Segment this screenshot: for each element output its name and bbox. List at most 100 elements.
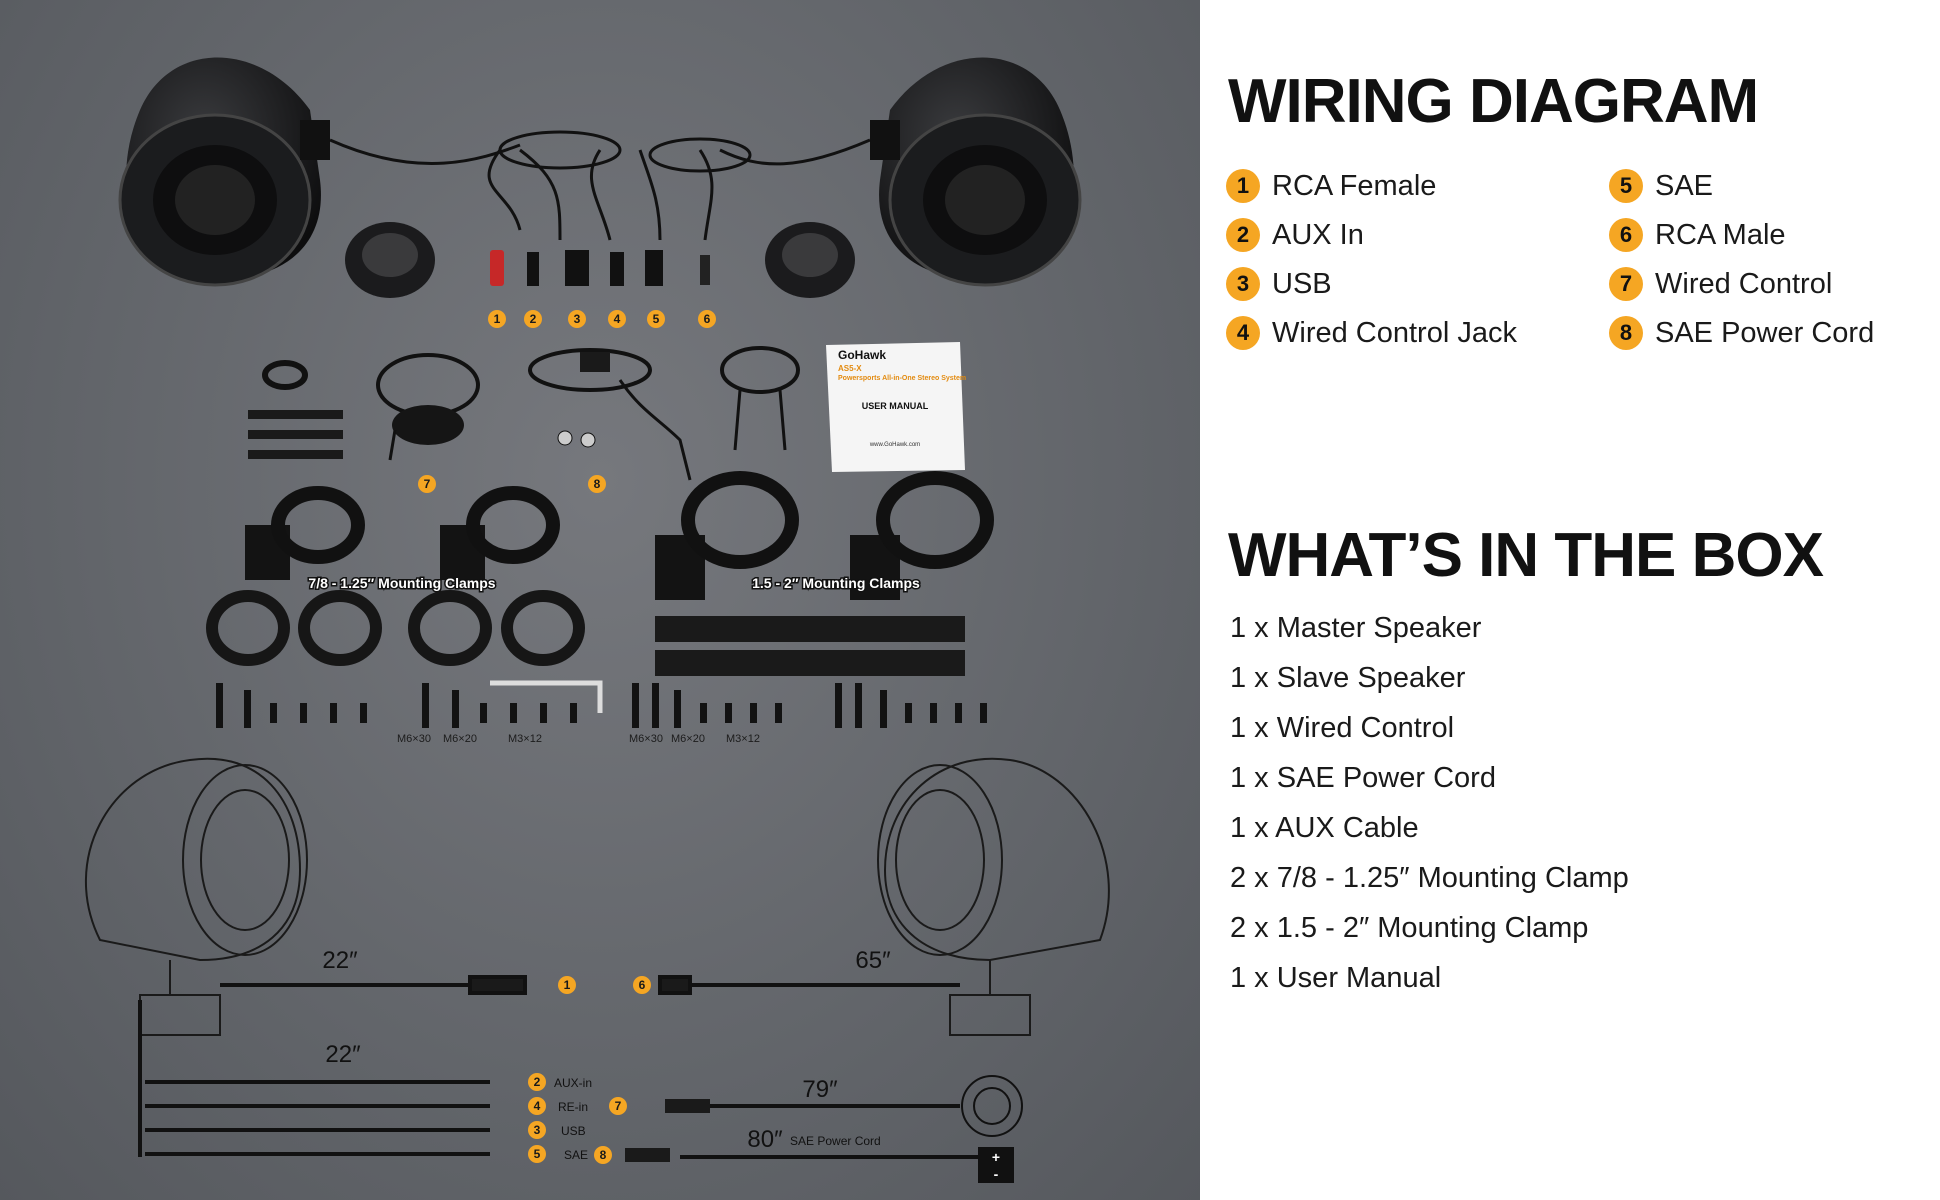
screw-label-4: M6×30 <box>629 733 663 745</box>
connector-num-2: 2 <box>530 312 537 326</box>
connector-num-3: 3 <box>574 312 581 326</box>
diagram-num-wired-control: 7 <box>615 1099 622 1113</box>
dim-22-lower: 22″ <box>325 1041 361 1068</box>
harness-label-sae: SAE <box>564 1148 588 1162</box>
legend-item-7: 7 Wired Control <box>1609 264 1832 304</box>
bracket-and-pads <box>248 360 343 459</box>
manual-heading: USER MANUAL <box>862 401 929 411</box>
screw-label-5: M6×20 <box>671 733 705 745</box>
box-item-8: 1 x User Manual <box>1230 962 1442 994</box>
screw-label-6: M3×12 <box>726 733 760 745</box>
legend-badge-3: 3 <box>1226 267 1260 301</box>
legend-label-1: RCA Female <box>1272 169 1437 202</box>
user-manual: GoHawk AS5-X Powersports All-in-One Ster… <box>826 342 966 472</box>
harness-label-aux: AUX-in <box>554 1076 592 1090</box>
tweeter-right <box>765 222 855 298</box>
connector-num-4: 4 <box>614 312 621 326</box>
connector-num-5: 5 <box>653 312 660 326</box>
whats-in-the-box-title: WHAT’S IN THE BOX <box>1228 521 1824 590</box>
screw-label-3: M3×12 <box>508 733 542 745</box>
rubber-shims <box>206 590 585 666</box>
battery-plus: + <box>992 1149 1000 1165</box>
sae-power-cord: 8 <box>528 348 692 493</box>
box-item-3: 1 x Wired Control <box>1230 712 1455 744</box>
small-mounting-clamps <box>245 486 560 580</box>
connector-num-1: 1 <box>494 312 501 326</box>
harness-num-sae: 5 <box>534 1147 541 1161</box>
legend-badge-5: 5 <box>1609 169 1643 203</box>
box-item-4: 1 x SAE Power Cord <box>1230 762 1496 794</box>
legend-item-1: 1 RCA Female <box>1226 166 1436 206</box>
diagram-right-speaker <box>877 757 1110 1036</box>
legend-item-6: 6 RCA Male <box>1609 215 1786 255</box>
screw-label-2: M6×20 <box>443 733 477 745</box>
legend-label-8: SAE Power Cord <box>1655 316 1875 349</box>
legend-item-4: 4 Wired Control Jack <box>1226 313 1517 353</box>
power-cord-label: SAE Power Cord <box>790 1134 881 1148</box>
diagram-num-rca-male: 6 <box>639 978 646 992</box>
diagram-wired-control <box>961 1075 1023 1137</box>
manual-brand: GoHawk <box>838 348 886 362</box>
legend-label-3: USB <box>1272 267 1332 300</box>
aux-cable <box>720 346 800 451</box>
accessory-num-8: 8 <box>594 477 601 491</box>
screw-label-1: M6×30 <box>397 733 431 745</box>
harness-num-usb: 3 <box>534 1123 541 1137</box>
legend-label-7: Wired Control <box>1655 267 1833 300</box>
rubber-pads <box>655 616 965 676</box>
hex-key <box>490 680 603 713</box>
dim-79: 79″ <box>802 1076 838 1103</box>
wired-control: 7 <box>376 353 480 493</box>
manual-product: AS5-X <box>838 364 862 373</box>
legend-label-2: AUX In <box>1272 218 1364 251</box>
legend-label-4: Wired Control Jack <box>1272 316 1517 349</box>
legend-badge-4: 4 <box>1226 316 1260 350</box>
dim-80: 80″ <box>747 1126 783 1153</box>
box-item-7: 2 x 1.5 - 2″ Mounting Clamp <box>1230 912 1589 944</box>
slave-speaker <box>870 57 1082 287</box>
connector-num-6: 6 <box>704 312 711 326</box>
legend-label-6: RCA Male <box>1655 218 1786 251</box>
box-item-5: 1 x AUX Cable <box>1230 812 1419 844</box>
product-photo-panel: 1 2 3 4 5 6 7 8 GoHawk AS5-X Powersports <box>0 0 1200 1200</box>
diagram-num-rca-female: 1 <box>564 978 571 992</box>
legend-item-2: 2 AUX In <box>1226 215 1364 255</box>
harness-labels: 2 AUX-in 4 RE-in 3 USB 5 SAE <box>528 1073 592 1163</box>
control-plug <box>665 1099 710 1113</box>
power-plug <box>625 1148 670 1162</box>
legend-badge-2: 2 <box>1226 218 1260 252</box>
manual-subtitle: Powersports All-in-One Stereo System <box>838 375 966 382</box>
legend-badge-6: 6 <box>1609 218 1643 252</box>
large-clamp-label: 1.5 - 2″ Mounting Clamps <box>752 575 920 591</box>
diagram-num-power-cord: 8 <box>600 1148 607 1162</box>
battery-minus: - <box>994 1166 999 1182</box>
wiring-diagram-title: WIRING DIAGRAM <box>1228 67 1759 136</box>
tweeter-left <box>345 222 435 298</box>
legend-item-5: 5 SAE <box>1609 166 1713 206</box>
master-speaker <box>118 57 330 287</box>
accessory-num-7: 7 <box>424 477 431 491</box>
dim-65: 65″ <box>855 947 891 974</box>
legend-label-5: SAE <box>1655 169 1714 202</box>
harness-num-re: 4 <box>534 1099 541 1113</box>
harness-num-aux: 2 <box>534 1075 541 1089</box>
legend-item-8: 8 SAE Power Cord <box>1609 313 1874 353</box>
legend-badge-7: 7 <box>1609 267 1643 301</box>
legend-item-3: 3 USB <box>1226 264 1332 304</box>
box-item-1: 1 x Master Speaker <box>1230 612 1482 644</box>
large-mounting-clamps <box>655 471 994 600</box>
box-item-6: 2 x 7/8 - 1.25″ Mounting Clamp <box>1230 862 1629 894</box>
battery-terminal: + - <box>978 1147 1014 1183</box>
legend-badge-1: 1 <box>1226 169 1260 203</box>
small-clamp-label: 7/8 - 1.25″ Mounting Clamps <box>308 575 495 591</box>
legend-badge-8: 8 <box>1609 316 1643 350</box>
diagram-left-speaker <box>84 757 308 1036</box>
harness-label-usb: USB <box>561 1124 586 1138</box>
box-item-2: 1 x Slave Speaker <box>1230 662 1466 694</box>
manual-footer: www.GoHawk.com <box>869 442 920 448</box>
screws <box>216 683 987 728</box>
connector-number-badges: 1 2 3 4 5 6 <box>488 310 716 328</box>
connector-plugs <box>490 250 710 286</box>
harness-label-re: RE-in <box>558 1100 588 1114</box>
info-panel: WIRING DIAGRAM 1 RCA Female 2 AUX In 3 U… <box>1200 0 1940 1200</box>
